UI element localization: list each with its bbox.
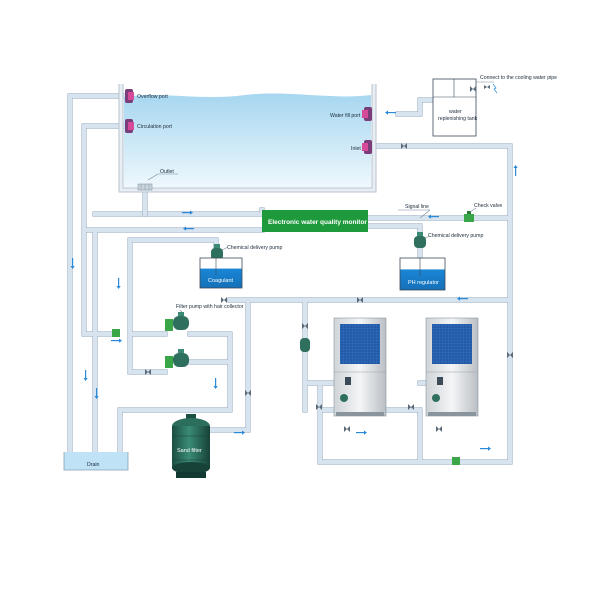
- flow-arrow-icon: [94, 388, 99, 399]
- flow-arrow-icon: [234, 430, 245, 435]
- drain-label: Drain: [87, 462, 100, 468]
- ph-regulator-label: PH regulator: [408, 280, 439, 286]
- pool-water: [124, 93, 371, 187]
- check-valve-label: Check valve: [474, 203, 502, 209]
- water-fill-port-icon: [362, 107, 372, 121]
- pump-icon: [300, 338, 310, 352]
- outlet-grate-icon: [137, 183, 153, 191]
- inline-valves: [145, 86, 513, 432]
- flow-arrow-icon: [182, 210, 193, 215]
- chemical-pump-right-icon: [414, 232, 426, 248]
- ph-regulator-tank: PH regulator: [399, 257, 446, 291]
- valve-icon: [112, 329, 120, 337]
- flow-arrow-icon: [70, 258, 75, 269]
- flow-arrow-icon: [213, 378, 218, 389]
- valve-icon: [484, 85, 490, 89]
- signal-line-label: Signal line: [405, 204, 429, 210]
- check-valve-icon: [464, 211, 474, 222]
- inlet-label: Inlet: [351, 146, 361, 152]
- overflow-port-icon: [125, 89, 134, 103]
- flow-arrow-icon: [111, 338, 122, 343]
- flow-arrows: [70, 110, 518, 451]
- heat-pump-unit-icon: [425, 317, 479, 417]
- filter-pump-label: Filter pump with hair collector: [176, 304, 244, 310]
- flow-arrow-icon: [513, 165, 518, 176]
- chem-pump-right-label: Chemical delivery pump: [428, 233, 483, 239]
- electronic-water-quality-monitor: Electronic water quality monitor: [262, 210, 368, 232]
- cooling-pipe-label: Connect to the cooling water pipe: [480, 75, 557, 81]
- heat-pump-unit-icon: [333, 317, 387, 417]
- sand-filter-tank-icon: Sand filter: [172, 414, 210, 478]
- sand-filter-label: Sand filter: [177, 448, 202, 454]
- overflow-port-label: Overflow port: [137, 94, 168, 100]
- flow-arrow-icon: [385, 110, 396, 115]
- replenishing-tank-label-2: replenishing tank: [438, 116, 478, 122]
- coagulant-label: Coagulant: [208, 278, 234, 284]
- circulation-port-icon: [125, 119, 134, 133]
- flow-arrow-icon: [457, 296, 468, 301]
- valve-icon: [452, 457, 460, 465]
- filter-pump-lower-icon: [165, 349, 189, 368]
- flow-arrow-icon: [183, 226, 194, 231]
- replenishing-tank-label-1: water: [449, 109, 462, 115]
- filter-pump-upper-icon: [165, 312, 189, 331]
- swimming-pool: [118, 84, 377, 193]
- drain-basin: Drain: [63, 452, 129, 471]
- flow-arrow-icon: [83, 370, 88, 381]
- water-replenishing-tank: water replenishing tank: [432, 78, 478, 137]
- inlet-port-icon: [362, 140, 372, 154]
- chemical-pump-left-icon: [211, 244, 223, 260]
- circulation-port-label: Circulation port: [137, 124, 172, 130]
- chem-pump-left-label: Chemical delivery pump: [227, 245, 282, 251]
- flow-arrow-icon: [116, 278, 121, 289]
- coagulant-tank: Coagulant: [199, 257, 243, 289]
- monitor-label: Electronic water quality monitor: [268, 219, 367, 226]
- flow-arrow-icon: [356, 430, 367, 435]
- outlet-label: Outlet: [160, 169, 174, 175]
- flow-arrow-icon: [480, 446, 491, 451]
- water-fill-port-label: Water fill port: [330, 113, 361, 119]
- pipe-network: [67, 93, 513, 465]
- flow-arrow-icon: [428, 214, 439, 219]
